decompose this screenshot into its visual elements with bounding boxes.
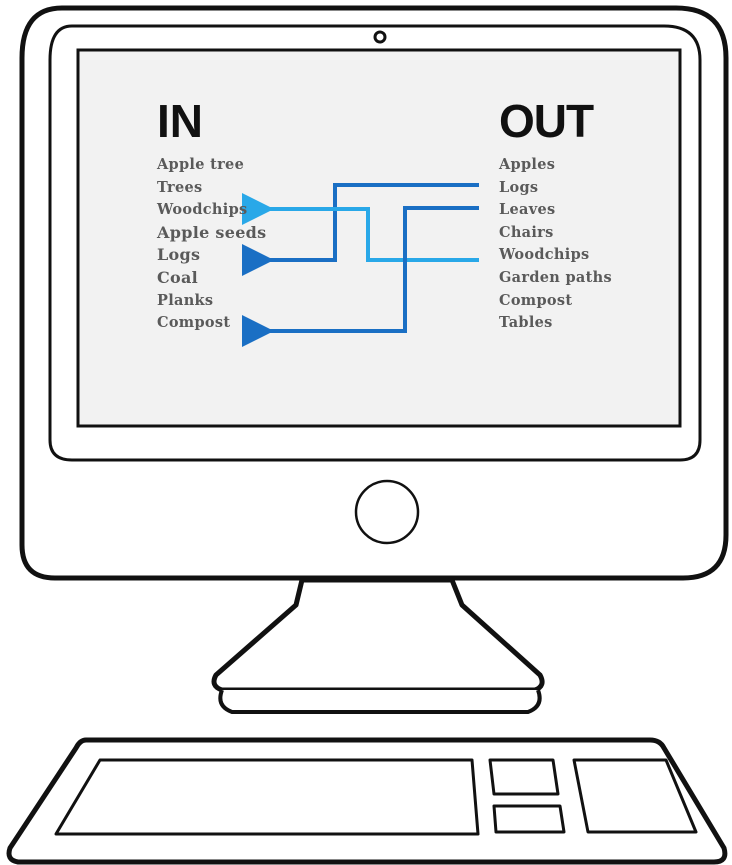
in-item-coal: Coal: [157, 267, 266, 290]
in-item-woodchips: Woodchips: [157, 199, 266, 222]
out-item-woodchips: Woodchips: [499, 244, 612, 267]
out-heading: OUT: [499, 98, 612, 144]
out-item-tables: Tables: [499, 312, 612, 335]
in-item-apple-seeds: Apple seeds: [157, 222, 266, 245]
keyboard-key-bottom: [494, 806, 564, 832]
out-item-logs: Logs: [499, 177, 612, 200]
monitor-stand: [214, 580, 542, 690]
in-item-apple-tree: Apple tree: [157, 154, 266, 177]
stand-base: [220, 690, 539, 712]
out-column: OUT Apples Logs Leaves Chairs Woodchips …: [499, 98, 612, 335]
out-item-garden-paths: Garden paths: [499, 267, 612, 290]
out-item-chairs: Chairs: [499, 222, 612, 245]
out-list: Apples Logs Leaves Chairs Woodchips Gard…: [499, 154, 612, 335]
out-item-compost: Compost: [499, 290, 612, 313]
camera-icon: [375, 32, 385, 42]
in-item-planks: Planks: [157, 290, 266, 313]
in-item-compost: Compost: [157, 312, 266, 335]
keyboard-key-top: [490, 760, 558, 794]
keyboard-main-keys: [56, 760, 478, 834]
in-item-logs: Logs: [157, 244, 266, 267]
out-item-apples: Apples: [499, 154, 612, 177]
in-column: IN Apple tree Trees Woodchips Apple seed…: [157, 98, 266, 335]
in-heading: IN: [157, 98, 266, 144]
in-list: Apple tree Trees Woodchips Apple seeds L…: [157, 154, 266, 335]
power-button-icon: [356, 481, 418, 543]
out-item-leaves: Leaves: [499, 199, 612, 222]
in-item-trees: Trees: [157, 177, 266, 200]
